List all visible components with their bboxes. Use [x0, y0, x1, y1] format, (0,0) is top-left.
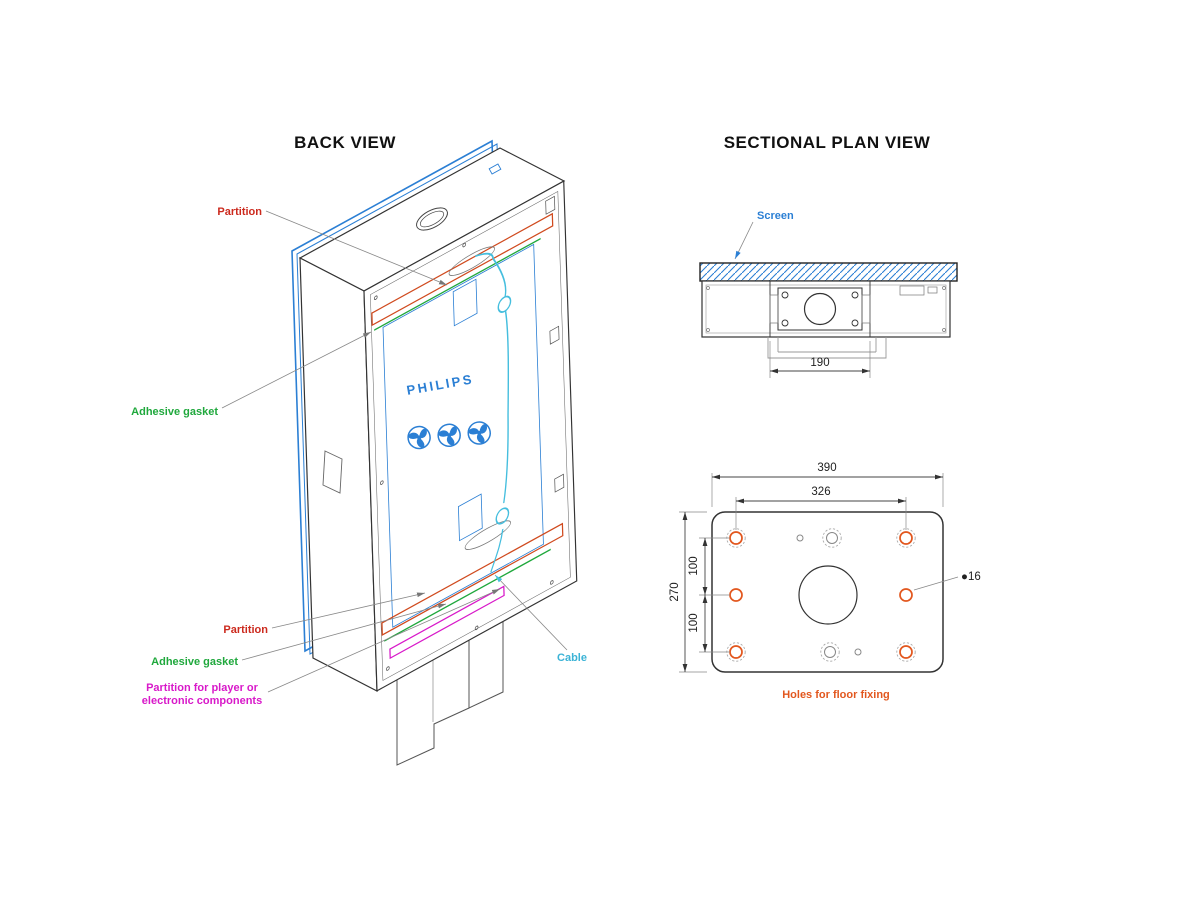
dim-100-upper-value: 100	[688, 556, 700, 575]
hole-diameter-value: ●16	[961, 571, 981, 583]
pedestal-section	[767, 337, 887, 359]
label-screen: Screen	[757, 210, 794, 222]
component-box	[899, 285, 925, 296]
door-inner-frame	[370, 191, 571, 681]
partition-shelf-top	[371, 212, 554, 327]
screen-section-bar	[699, 262, 958, 282]
label-sticker-top	[452, 278, 478, 327]
gasket-line-top	[374, 237, 541, 331]
dimension-100-lower: 100	[688, 595, 730, 653]
sectional-plan-view-drawing: Screen	[699, 210, 958, 378]
fan-icon	[467, 421, 491, 445]
base-plate-drawing: 390 326 270 100 100	[669, 462, 981, 701]
enclosure-section	[701, 280, 951, 359]
dim-100-lower-value: 100	[688, 613, 700, 632]
label-player-partition-line1: Partition for player or	[146, 682, 259, 694]
back-view-title: BACK VIEW	[294, 133, 396, 152]
label-partition-bottom: Partition	[223, 624, 268, 636]
dimension-390: 390	[711, 462, 944, 507]
door-screws	[374, 242, 554, 671]
door-hinges	[545, 195, 565, 493]
player-partition-rail	[389, 585, 505, 660]
cabinet-back-door	[363, 180, 578, 692]
secondary-holes	[796, 532, 862, 658]
dimension-270: 270	[669, 511, 707, 673]
gasket-line-bottom	[384, 548, 551, 642]
side-access-panel	[322, 450, 343, 494]
shelf-oval-hole-top	[448, 246, 495, 276]
label-cable: Cable	[557, 652, 587, 664]
back-view-callouts: Partition Adhesive gasket Partition Adhe…	[131, 206, 587, 707]
hole-diameter-callout: ●16	[913, 571, 981, 591]
dim-190-value: 190	[810, 357, 829, 369]
pole-opening-circle	[798, 565, 858, 625]
top-cable-oval-hole	[416, 207, 448, 231]
partition-shelf-bottom	[381, 522, 564, 637]
top-vent-mark	[488, 163, 502, 175]
dim-390-value: 390	[817, 462, 836, 474]
dim-326-value: 326	[811, 486, 830, 498]
back-view-drawing: PHILIPS	[131, 139, 587, 766]
label-adhesive-gasket-top: Adhesive gasket	[131, 406, 218, 418]
inner-panel	[382, 243, 544, 628]
label-sticker-bottom	[457, 493, 483, 542]
sectional-plan-view-title: SECTIONAL PLAN VIEW	[724, 133, 931, 152]
dimension-100-upper: 100	[688, 537, 730, 596]
dimension-190: 190	[769, 341, 871, 378]
shelf-oval-hole-bottom	[464, 520, 511, 550]
dim-270-value: 270	[669, 582, 681, 601]
label-partition-top: Partition	[217, 206, 262, 218]
fan-icon	[407, 425, 431, 450]
base-plate-caption: Holes for floor fixing	[782, 689, 890, 701]
dimension-326: 326	[735, 486, 907, 530]
pole-section-circle	[803, 292, 837, 326]
fan-icon	[437, 423, 461, 448]
cable-path	[475, 252, 512, 573]
label-adhesive-gasket-bottom: Adhesive gasket	[151, 656, 238, 668]
label-player-partition-line2: electronic components	[142, 695, 262, 707]
